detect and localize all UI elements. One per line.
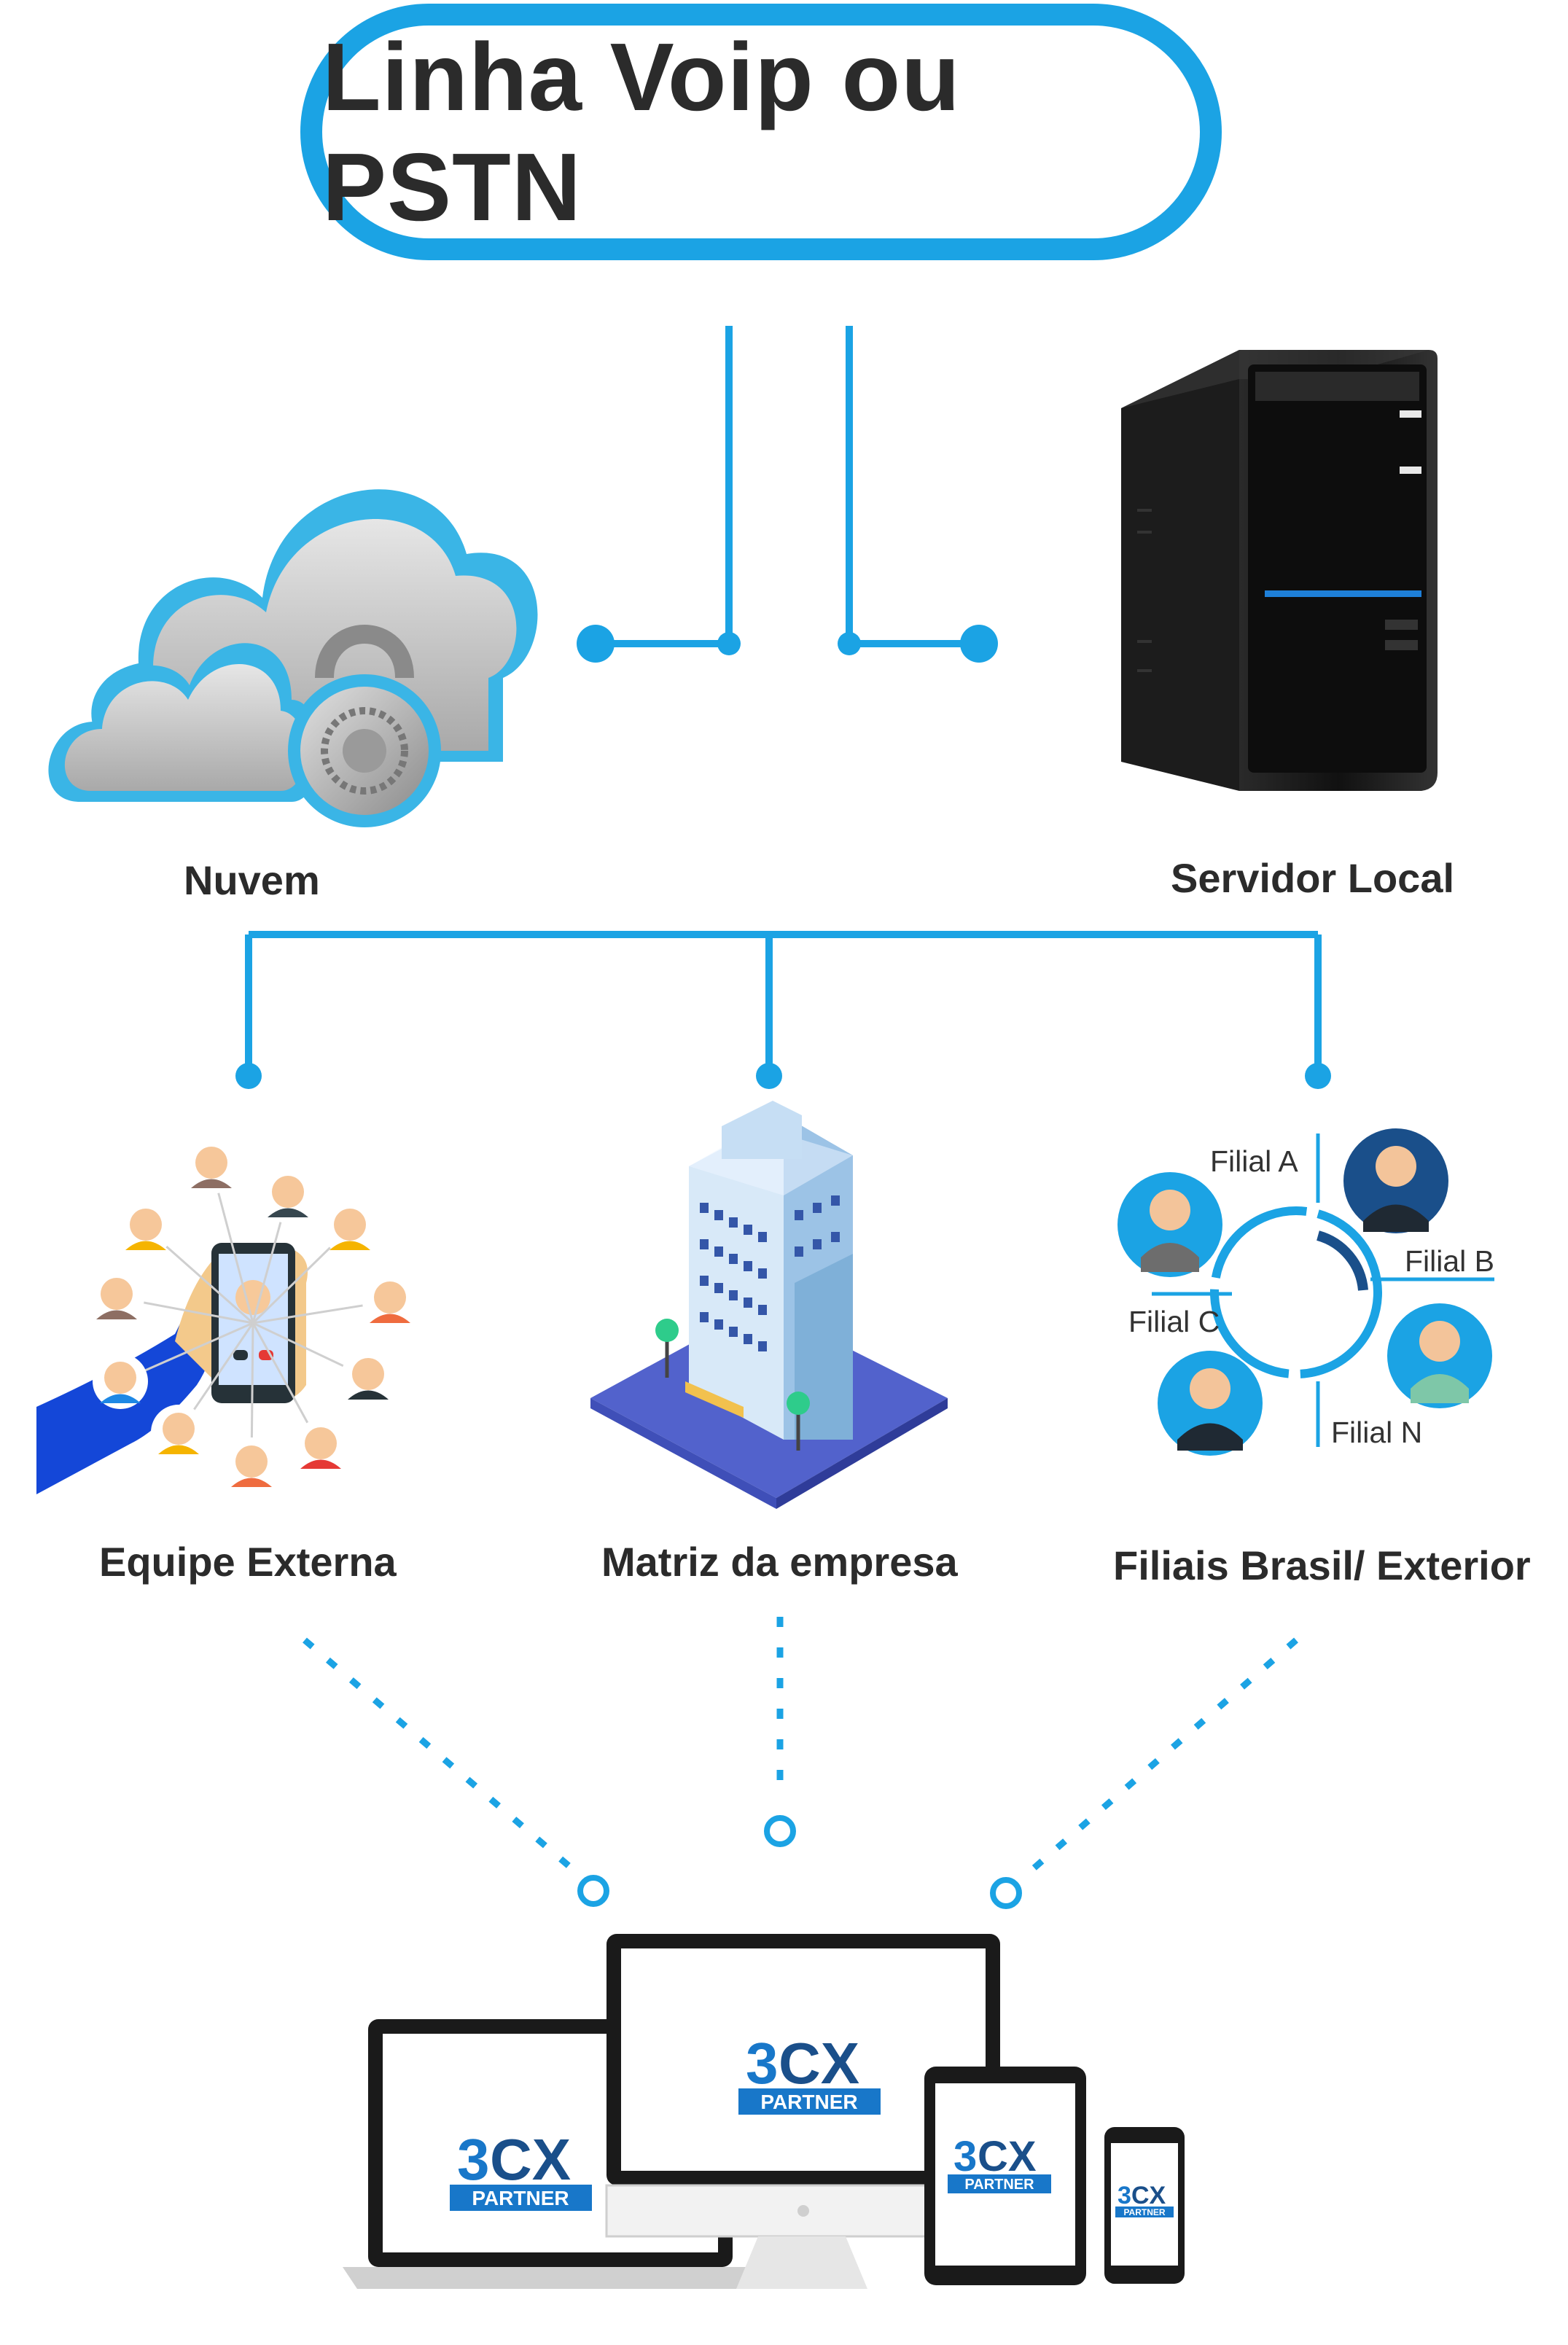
top-connectors <box>596 326 979 647</box>
middle-bus <box>245 931 1322 1076</box>
connector-dots-middle <box>235 1063 1331 1089</box>
contact-avatars <box>89 1139 418 1493</box>
brand-logo-phone: 3 CX PARTNER <box>1115 2182 1174 2217</box>
smartphone-contacts-icon <box>36 1139 418 1494</box>
brand-logo-monitor: 3 CX PARTNER <box>738 2031 881 2115</box>
title-pill: Linha Voip ou PSTN <box>300 4 1222 260</box>
node-label-cloud: Nuvem <box>184 857 320 903</box>
node-label-server: Servidor Local <box>1171 855 1455 901</box>
brand-number: 3 <box>457 2127 490 2192</box>
device-ports <box>577 1815 1022 1909</box>
branch-label-a: Filial A <box>1210 1144 1298 1178</box>
cloud-lock-icon <box>48 489 538 827</box>
server-tower-icon <box>1121 350 1438 791</box>
brand-tag: PARTNER <box>760 2091 857 2113</box>
dotted-links <box>303 1617 1298 1876</box>
branch-people-icon <box>1118 1128 1494 1456</box>
office-building-icon <box>590 1101 948 1509</box>
brand-number: 3 <box>1118 2182 1131 2209</box>
node-label-external-team: Equipe Externa <box>99 1539 397 1585</box>
brand-logo-laptop: 3 CX PARTNER <box>450 2127 592 2211</box>
brand-letters: CX <box>779 2031 859 2096</box>
diagram-title: Linha Voip ou PSTN <box>322 23 961 241</box>
brand-tag: PARTNER <box>1123 2207 1165 2217</box>
brand-number: 3 <box>746 2031 779 2096</box>
connector-dots-top <box>577 625 998 663</box>
node-label-branches: Filiais Brasil/ Exterior <box>1113 1542 1531 1588</box>
brand-number: 3 <box>953 2133 977 2180</box>
branch-label-n: Filial N <box>1331 1416 1423 1449</box>
brand-tag: PARTNER <box>964 2177 1034 2193</box>
brand-letters: CX <box>978 2133 1037 2180</box>
devices-icon <box>343 1934 1185 2289</box>
branch-label-b: Filial B <box>1405 1244 1495 1278</box>
brand-letters: CX <box>1131 2182 1166 2209</box>
node-label-headquarters: Matriz da empresa <box>601 1539 958 1585</box>
brand-letters: CX <box>490 2127 571 2192</box>
branch-label-c: Filial C <box>1128 1305 1220 1338</box>
brand-logo-tablet: 3 CX PARTNER <box>948 2133 1051 2193</box>
brand-tag: PARTNER <box>472 2187 569 2209</box>
